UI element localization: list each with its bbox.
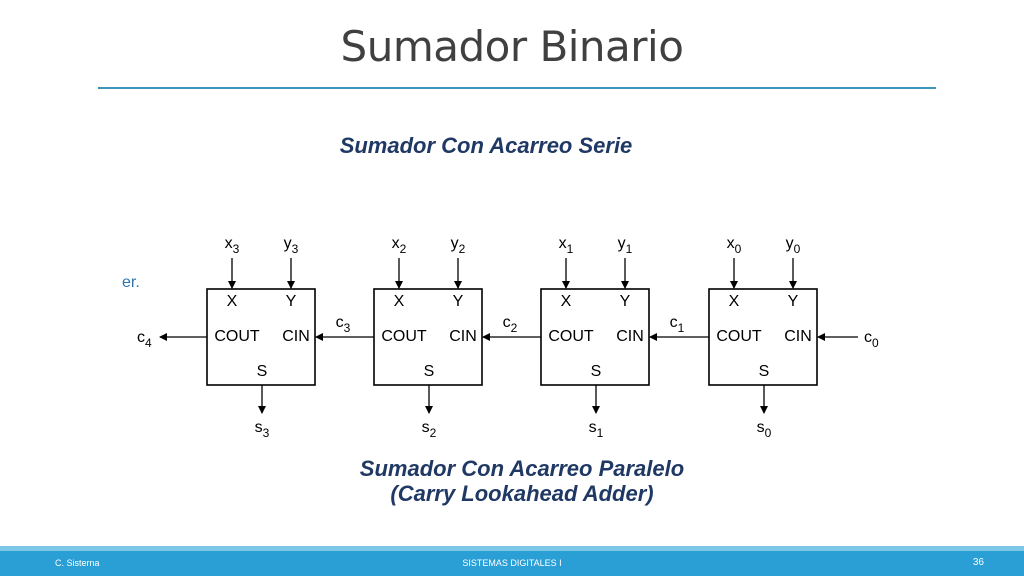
sum-output-label: s3 <box>255 419 270 440</box>
sum-output-label: s1 <box>589 419 604 440</box>
adder-cells: x3 y3X Y COUT CIN Ss3 x2 y2X Y COUT CIN Ss2 x1 y1X Y CO… <box>206 235 818 440</box>
port-s-label: S <box>424 363 435 380</box>
input-y-label: y1 <box>618 235 633 256</box>
port-x-label: X <box>561 293 572 310</box>
partial-text: er. <box>122 274 140 291</box>
footer-top-strip <box>0 546 1024 551</box>
carry-label: c3 <box>336 314 351 335</box>
port-y-label: Y <box>286 293 297 310</box>
port-x-label: X <box>227 293 238 310</box>
subtitle-parallel-line1: Sumador Con Acarreo Paralelo <box>359 456 685 481</box>
footer-course: SISTEMAS DIGITALES I <box>462 558 562 568</box>
subtitle-parallel-carry: Sumador Con Acarreo Paralelo (Carry Look… <box>10 456 1024 506</box>
carry-label: c0 <box>864 329 879 350</box>
port-cout-label: COUT <box>214 328 260 345</box>
full-adder-cell: x0 y0X Y COUT CIN Ss0 <box>708 235 818 440</box>
full-adder-cell: x2 y2X Y COUT CIN Ss2 <box>373 235 483 440</box>
sum-output-label: s2 <box>422 419 437 440</box>
port-cout-label: COUT <box>548 328 594 345</box>
port-x-label: X <box>729 293 740 310</box>
port-y-label: Y <box>620 293 631 310</box>
slide-title: Sumador Binario <box>340 22 684 71</box>
full-adder-cell: x3 y3X Y COUT CIN Ss3 <box>206 235 316 440</box>
input-x-label: x1 <box>559 235 574 256</box>
port-y-label: Y <box>453 293 464 310</box>
footer-bar: C. Sisterna SISTEMAS DIGITALES I 36 <box>0 546 1024 576</box>
port-s-label: S <box>257 363 268 380</box>
carry-label: c1 <box>670 314 685 335</box>
carry-signals: c4 c3 c2 c1 c0 <box>137 314 879 350</box>
port-cin-label: CIN <box>616 328 644 345</box>
input-x-label: x3 <box>225 235 240 256</box>
footer-author: C. Sisterna <box>55 558 100 568</box>
port-cin-label: CIN <box>282 328 310 345</box>
input-y-label: y2 <box>451 235 466 256</box>
port-s-label: S <box>759 363 770 380</box>
carry-label: c2 <box>503 314 518 335</box>
full-adder-cell: x1 y1X Y COUT CIN Ss1 <box>540 235 650 440</box>
port-y-label: Y <box>788 293 799 310</box>
carry-label: c4 <box>137 329 152 350</box>
subtitle-serial-carry: Sumador Con Acarreo Serie <box>339 133 633 158</box>
port-cin-label: CIN <box>784 328 812 345</box>
sum-output-label: s0 <box>757 419 772 440</box>
port-cout-label: COUT <box>381 328 427 345</box>
title-underline <box>98 87 936 89</box>
footer-page-number: 36 <box>972 557 984 568</box>
port-s-label: S <box>591 363 602 380</box>
input-y-label: y0 <box>786 235 801 256</box>
input-x-label: x0 <box>727 235 742 256</box>
subtitle-parallel-line2: (Carry Lookahead Adder) <box>390 481 654 506</box>
input-x-label: x2 <box>392 235 407 256</box>
port-x-label: X <box>394 293 405 310</box>
port-cin-label: CIN <box>449 328 477 345</box>
port-cout-label: COUT <box>716 328 762 345</box>
input-y-label: y3 <box>284 235 299 256</box>
